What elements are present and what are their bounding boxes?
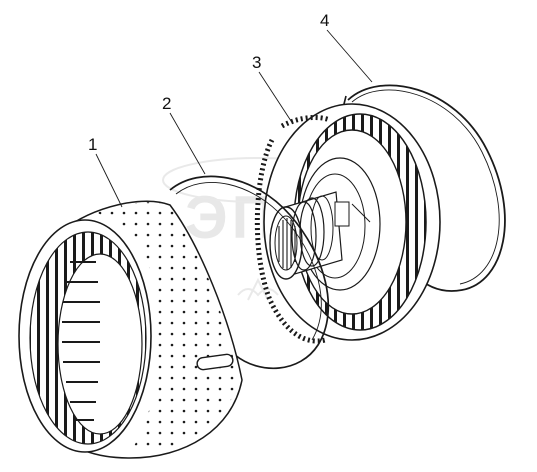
part-drum-1 [18,200,243,459]
callout-number-4: 4 [320,11,329,30]
leader-line-3 [258,71,294,125]
part-o-ring-2 [169,175,330,370]
callout-number-3: 3 [252,53,261,72]
leader-line-4 [326,29,373,83]
part-gear-hub-3 [254,103,441,344]
leader-line-1 [95,153,123,208]
callout-number-1: 1 [88,135,97,154]
callout-number-2: 2 [162,94,171,113]
leader-line-2 [169,112,206,175]
leader-lines [95,29,373,208]
